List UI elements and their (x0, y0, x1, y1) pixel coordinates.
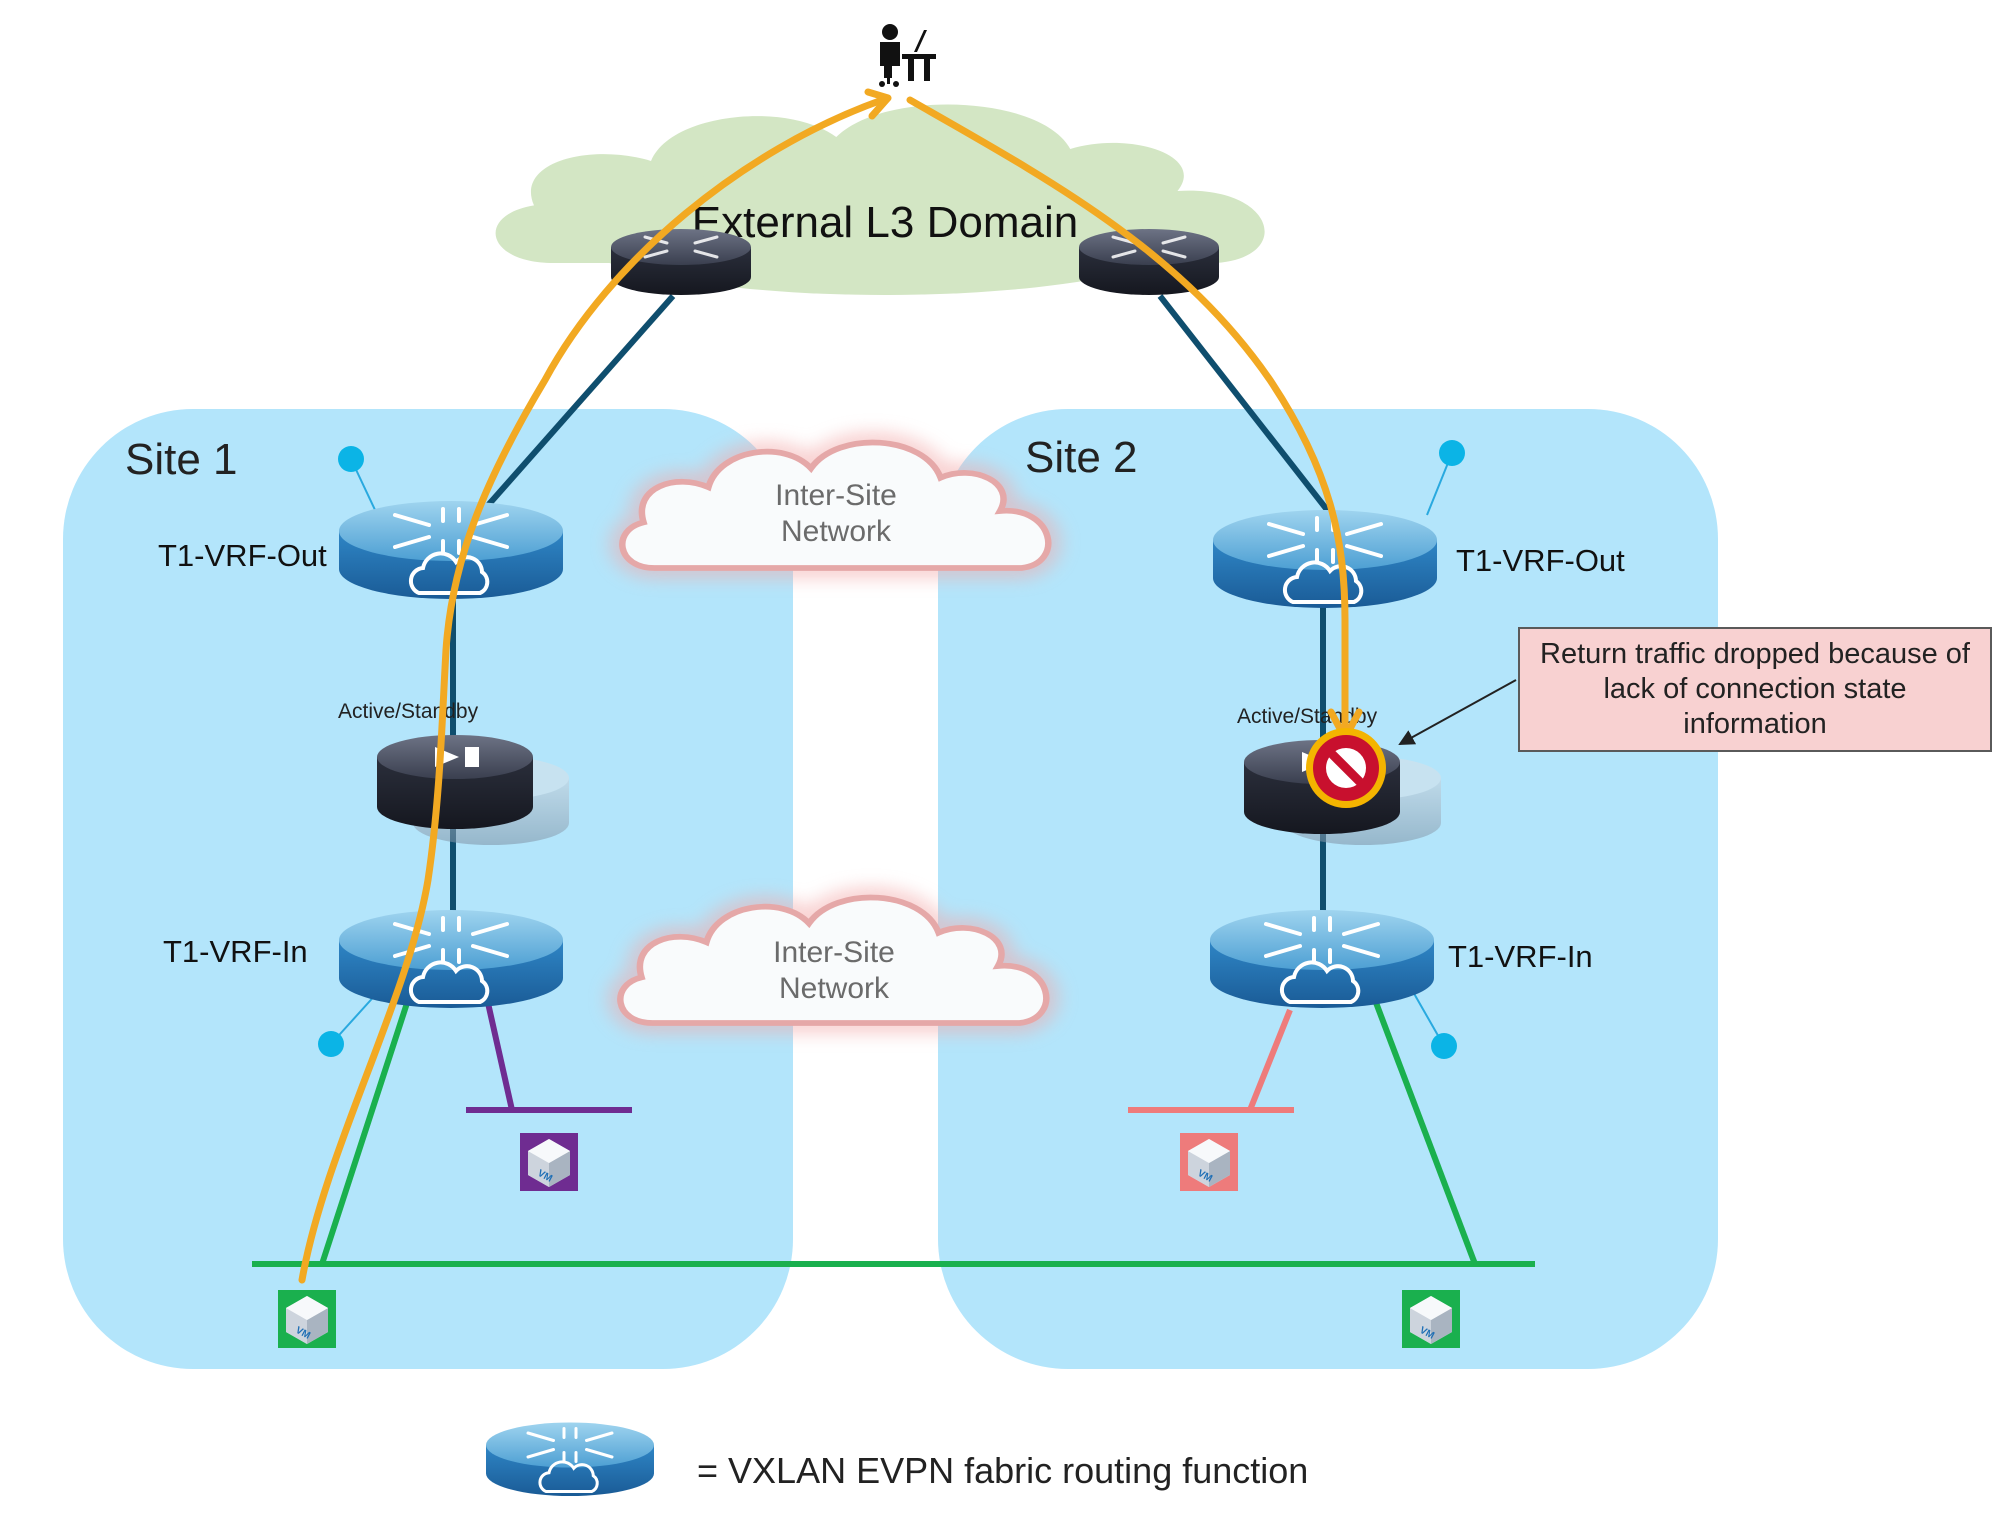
external-domain-label: External L3 Domain (692, 198, 1078, 247)
endpoint-dot-icon (338, 446, 377, 513)
green-link-site1 (319, 999, 411, 1265)
callout-pointer (1398, 679, 1517, 745)
router-icon (1077, 227, 1221, 297)
fabric-router-icon (1208, 908, 1436, 1010)
green-link-site2 (1372, 998, 1478, 1266)
endpoint-dot-icon (318, 991, 379, 1057)
legend-text: = VXLAN EVPN fabric routing function (697, 1450, 1308, 1491)
inter-site-bottom-line2: Network (779, 972, 890, 1005)
inter-site-bottom-line1: Inter-Site (773, 936, 895, 969)
endpoint-dot-icon (1426, 440, 1465, 516)
site1-firewall-label: Active/Standby (338, 700, 479, 723)
site2-title: Site 2 (1025, 433, 1138, 482)
site2-vrf-out-label: T1-VRF-Out (1456, 543, 1625, 578)
fabric-router-icon (337, 499, 565, 601)
vm-icon (520, 1133, 578, 1191)
site1-title: Site 1 (125, 435, 238, 484)
uplink-site1 (472, 294, 676, 522)
return-traffic-callout: Return traffic dropped because of lack o… (1518, 627, 1992, 752)
uplink-site2 (1157, 294, 1338, 522)
user-at-desk-icon (879, 24, 936, 87)
vm-icon (1180, 1133, 1238, 1191)
traffic-path-outbound (298, 96, 886, 1284)
legend-fabric-router-icon (484, 1421, 656, 1498)
purple-link (485, 1002, 515, 1111)
fabric-router-icon (1211, 508, 1439, 610)
vm-icon (1402, 1290, 1460, 1348)
red-link (1247, 1008, 1293, 1112)
inter-site-top-line2: Network (781, 515, 892, 548)
blocked-icon (1306, 728, 1386, 808)
traffic-path-arrowhead-up (864, 88, 892, 120)
site1-vrf-in-label: T1-VRF-In (163, 934, 308, 969)
callout-text: Return traffic dropped because of lack o… (1540, 638, 1970, 740)
endpoint-dot-icon (1411, 989, 1457, 1059)
site1-vrf-out-label: T1-VRF-Out (158, 538, 327, 573)
vm-icon (278, 1290, 336, 1348)
site2-vrf-in-label: T1-VRF-In (1448, 939, 1593, 974)
inter-site-top-line1: Inter-Site (775, 479, 897, 512)
fabric-router-icon (337, 908, 565, 1010)
traffic-path-return (906, 96, 1349, 744)
firewall-icon (377, 735, 533, 829)
